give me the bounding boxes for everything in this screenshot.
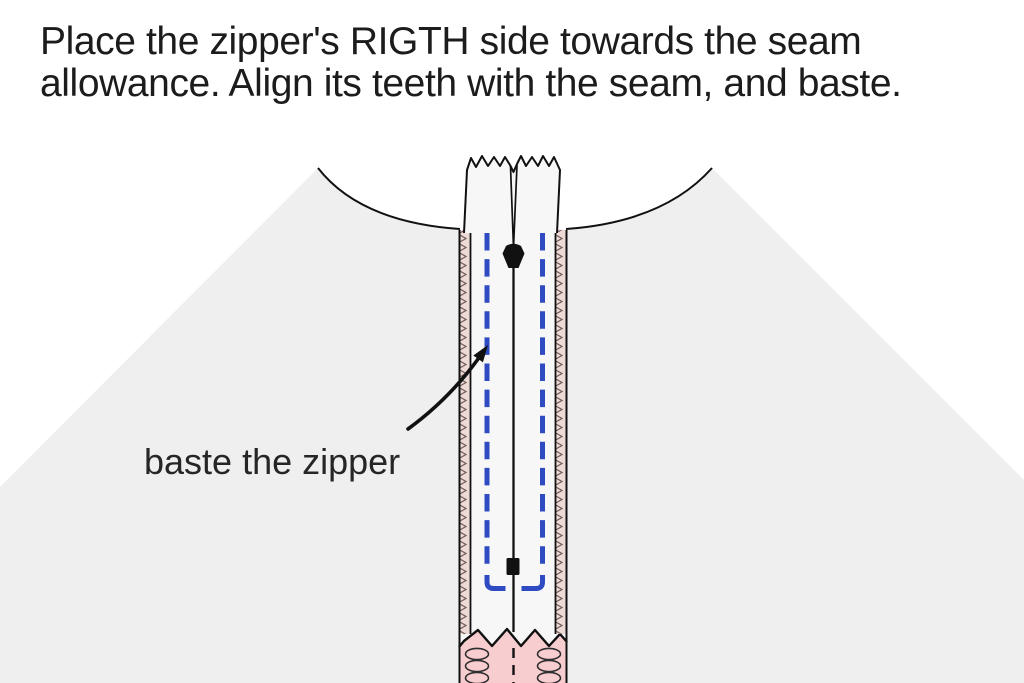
- serged-strip-left: [459, 230, 472, 634]
- zipper-tape-top-outline: [463, 155, 561, 234]
- baste-callout-label: baste the zipper: [144, 441, 401, 482]
- zipper-bottom-stop: [506, 558, 520, 575]
- neckline-curve-right: [565, 167, 713, 230]
- callout-arrow: [406, 345, 488, 431]
- zipper-pull: [502, 243, 525, 268]
- tape-end-zigzag-edge: [458, 627, 568, 648]
- fabric-panel-left: [0, 168, 460, 683]
- instruction-title-line1: Place the zipper's RIGTH side towards th…: [40, 20, 862, 63]
- overcast-loops-left: [464, 647, 490, 683]
- basting-stitch-lines: [484, 233, 545, 591]
- serged-strip-right: [554, 230, 567, 634]
- instruction-title: Place the zipper's RIGTH side towards th…: [40, 21, 902, 105]
- fabric-panel-right: [566, 168, 1024, 683]
- instruction-title-line2: allowance. Align its teeth with the seam…: [40, 62, 902, 105]
- overcast-loops-right: [536, 647, 562, 683]
- neckline-curve-left: [317, 167, 461, 230]
